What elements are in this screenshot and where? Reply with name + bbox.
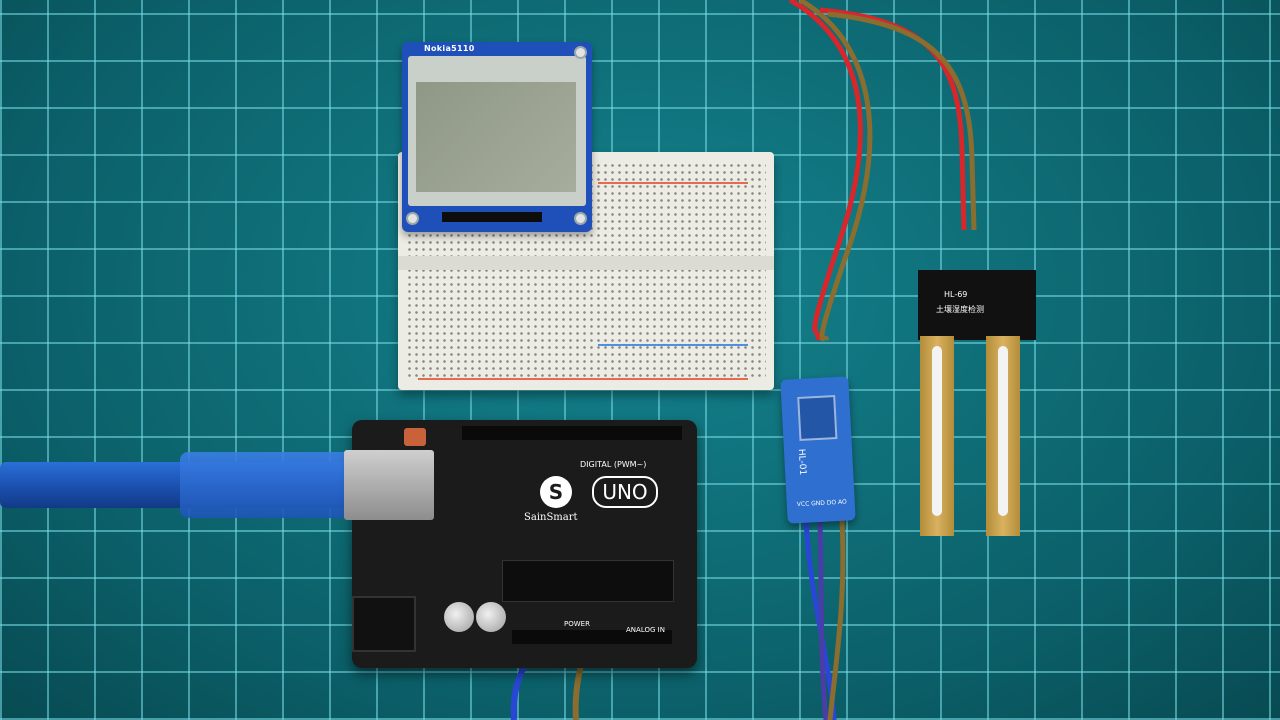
digital-header: [462, 426, 682, 440]
capacitor: [444, 602, 474, 632]
probe-sublabel: 土壤湿度检测: [936, 305, 984, 314]
breadboard-rail-red-bottom: [418, 378, 748, 380]
lcd-label: Nokia5110: [424, 44, 475, 53]
analog-header: [512, 630, 672, 644]
sensor-pin-labels: VCC GND DO AO: [796, 498, 847, 509]
lcd-module: Nokia5110: [402, 42, 592, 232]
power-jack: [352, 596, 416, 652]
sensor-module: HL-01 VCC GND DO AO: [780, 376, 856, 524]
probe-prong-right: [986, 336, 1020, 536]
brand-logo: S: [540, 476, 572, 508]
sensor-module-label: HL-01: [795, 448, 808, 476]
usb-plug: [180, 452, 360, 518]
probe-label: HL-69: [944, 290, 968, 299]
mount-hole: [574, 46, 587, 59]
model-label: UNO: [592, 476, 658, 508]
breadboard-rail-red: [598, 182, 748, 184]
potentiometer: [797, 395, 838, 441]
breadboard-channel: [398, 256, 774, 270]
lcd-frame: [408, 56, 586, 206]
soil-probe-head: HL-69 土壤湿度检测: [918, 270, 1036, 340]
power-label: POWER: [564, 620, 590, 628]
reset-button: [404, 428, 426, 446]
digital-label: DIGITAL (PWM~): [580, 460, 647, 469]
lcd-screen: [416, 82, 576, 192]
capacitor: [476, 602, 506, 632]
analog-label: ANALOG IN: [626, 626, 665, 634]
probe-prong-left: [920, 336, 954, 536]
arduino-board: DIGITAL (PWM~) S UNO SainSmart POWER ANA…: [344, 420, 697, 668]
microcontroller-chip: [502, 560, 674, 602]
breadboard-rail-blue: [598, 344, 748, 346]
lcd-pin-header: [442, 212, 542, 222]
mount-hole: [574, 212, 587, 225]
brand-name: SainSmart: [524, 512, 578, 523]
mount-hole: [406, 212, 419, 225]
usb-port: [344, 450, 434, 520]
